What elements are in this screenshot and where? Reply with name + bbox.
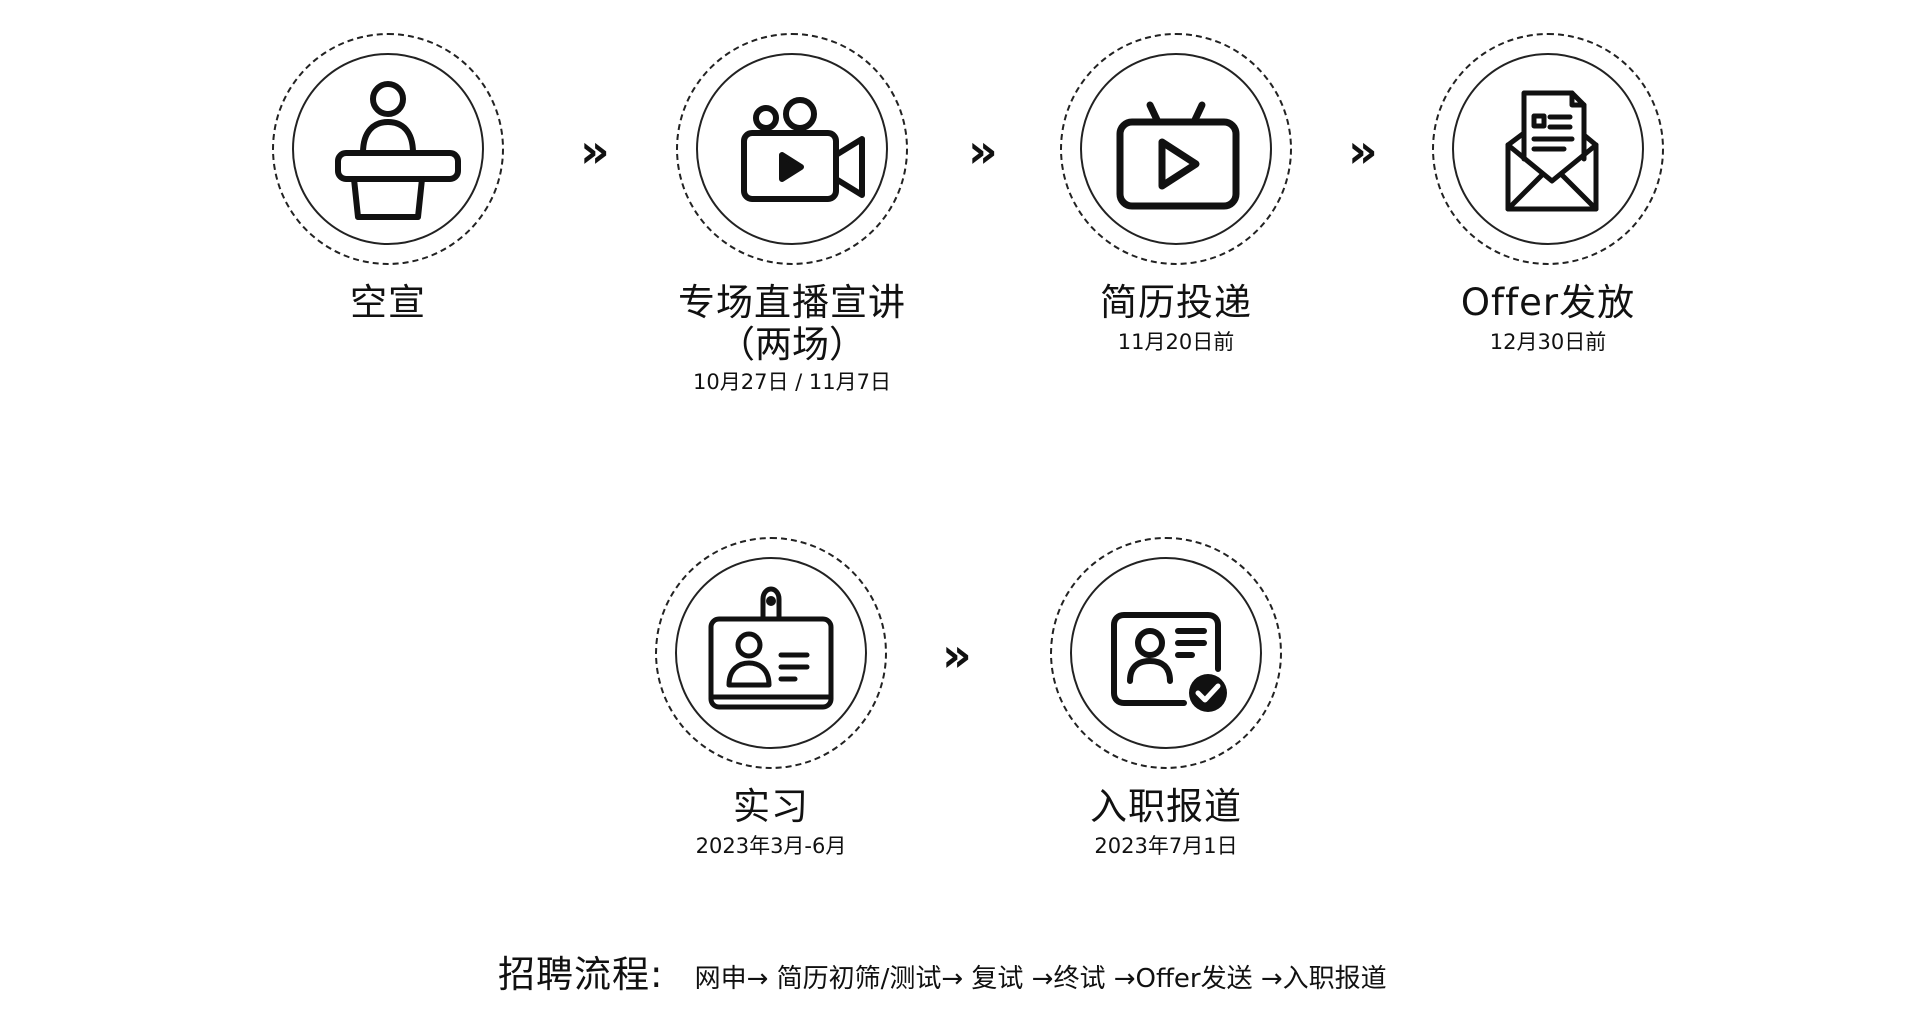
dashed-ring	[1432, 33, 1664, 265]
step-badge	[272, 33, 504, 265]
arrow-separator: »	[942, 628, 972, 682]
step-badge	[676, 33, 908, 265]
step-badge	[1432, 33, 1664, 265]
recruitment-process-line: 招聘流程: 网申→ 简历初筛/测试→ 复试 →终试 →Offer发送 →入职报道	[498, 944, 1387, 998]
step-offer: Offer发放 12月30日前	[1398, 33, 1698, 357]
step-subtitle: （两场）	[718, 323, 866, 366]
step-date: 2023年7月1日	[1094, 834, 1238, 858]
step-date: 11月20日前	[1117, 330, 1235, 354]
step-date: 10月27日 / 11月7日	[693, 370, 891, 394]
arrow-separator: »	[580, 124, 610, 178]
step-title: 入职报道	[1090, 785, 1242, 828]
process-label: 招聘流程:	[498, 953, 664, 996]
solid-ring	[696, 53, 888, 245]
step-internship: 实习 2023年3月-6月	[621, 537, 921, 861]
solid-ring	[1070, 557, 1262, 749]
step-onboarding: 入职报道 2023年7月1日	[1016, 537, 1316, 861]
step-date: 2023年3月-6月	[695, 834, 847, 858]
step-badge	[1060, 33, 1292, 265]
process-steps: 网申→ 简历初筛/测试→ 复试 →终试 →Offer发送 →入职报道	[694, 964, 1387, 994]
video-camera-icon	[741, 97, 865, 202]
mail-letter-icon	[1505, 90, 1599, 212]
step-title: Offer发放	[1460, 281, 1636, 324]
solid-ring	[675, 557, 867, 749]
dashed-ring	[676, 33, 908, 265]
step-badge	[1050, 537, 1282, 769]
id-card-check-icon	[1111, 612, 1227, 712]
step-title: 空宣	[350, 281, 426, 324]
step-badge	[655, 537, 887, 769]
arrow-separator: »	[968, 124, 998, 178]
lectern-speaker-icon	[335, 81, 461, 220]
step-title: 专场直播宣讲	[678, 281, 906, 324]
dashed-ring	[655, 537, 887, 769]
id-badge-icon	[708, 586, 834, 710]
step-resume-submission: 简历投递 11月20日前	[1026, 33, 1326, 357]
dashed-ring	[1050, 537, 1282, 769]
step-title: 简历投递	[1100, 281, 1252, 324]
step-title: 实习	[733, 785, 809, 828]
arrow-separator: »	[1348, 124, 1378, 178]
dashed-ring	[1060, 33, 1292, 265]
step-kongxuan: 空宣	[238, 33, 538, 325]
step-live-session: 专场直播宣讲 （两场） 10月27日 / 11月7日	[642, 33, 942, 397]
solid-ring	[1452, 53, 1644, 245]
solid-ring	[1080, 53, 1272, 245]
tv-play-icon	[1116, 101, 1240, 210]
dashed-ring	[272, 33, 504, 265]
step-date: 12月30日前	[1489, 330, 1607, 354]
solid-ring	[292, 53, 484, 245]
